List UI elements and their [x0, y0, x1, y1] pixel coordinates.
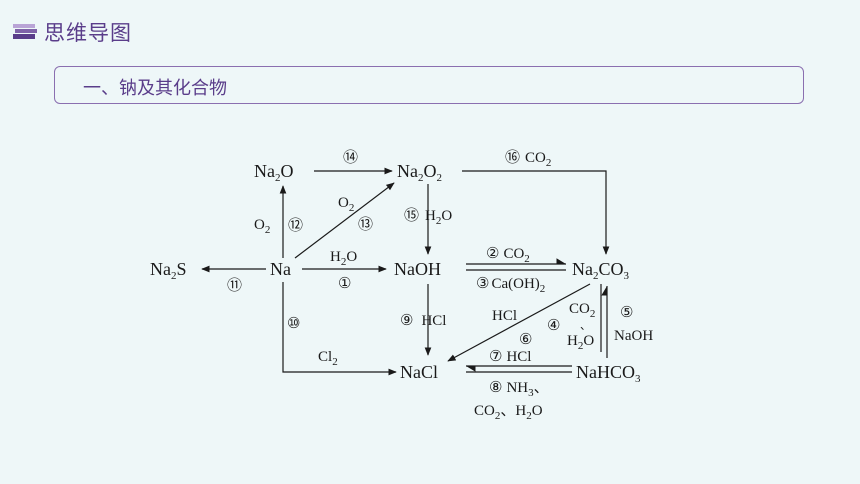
arrow-na-nacl [282, 282, 397, 376]
label-r12-num: ⑫ [288, 217, 303, 234]
arrow-na2co3-nacl [447, 283, 591, 362]
label-r1-reagent: H2O [330, 249, 357, 268]
page-title: 思维导图 [44, 21, 132, 45]
label-r4-sep: 、 [580, 320, 591, 332]
compound-nahco3: NaHCO3 [576, 362, 641, 385]
label-r10-reagent: Cl2 [318, 349, 338, 368]
compounds: Na2O Na2O2 Na2S Na NaOH Na2CO3 NaCl NaHC… [150, 161, 641, 385]
compound-na2s: Na2S [150, 259, 187, 282]
compound-na2o2: Na2O2 [397, 161, 442, 184]
compound-na2co3: Na2CO3 [572, 259, 630, 282]
label-r14: ⑭ [343, 149, 358, 166]
label-r10: ⑩ [287, 316, 300, 332]
compound-na2o: Na2O [254, 161, 294, 184]
label-r4-reagent-b: H2O [567, 333, 594, 352]
arrows [201, 167, 610, 376]
compound-naoh: NaOH [394, 259, 441, 279]
arrow-na-na2o2 [294, 182, 395, 259]
label-r13-reagent: O2 [338, 195, 354, 214]
label-r4-reagent-a: CO2 [569, 301, 595, 320]
section-box: 一、钠及其化合物 [54, 66, 804, 104]
label-r13-num: ⑬ [358, 216, 373, 233]
label-r11: ⑪ [227, 277, 242, 294]
label-r6-num: ⑥ [519, 332, 532, 348]
section-title: 一、钠及其化合物 [83, 78, 227, 99]
label-r1-num: ① [338, 276, 351, 292]
label-r5-num: ⑤ [620, 305, 633, 321]
label-r6-reagent: HCl [492, 308, 517, 324]
label-r8-line2: CO2、H2O [474, 403, 543, 422]
books-icon [13, 24, 37, 39]
page-header: 思维导图 [12, 16, 132, 48]
label-r4-num: ④ [547, 318, 560, 334]
label-r5-reagent: NaOH [614, 328, 653, 344]
label-r12-reagent: O2 [254, 217, 270, 236]
arrow-na2o2-na2co3 [462, 170, 610, 255]
compound-na: Na [270, 259, 291, 279]
compound-nacl: NaCl [400, 362, 438, 382]
